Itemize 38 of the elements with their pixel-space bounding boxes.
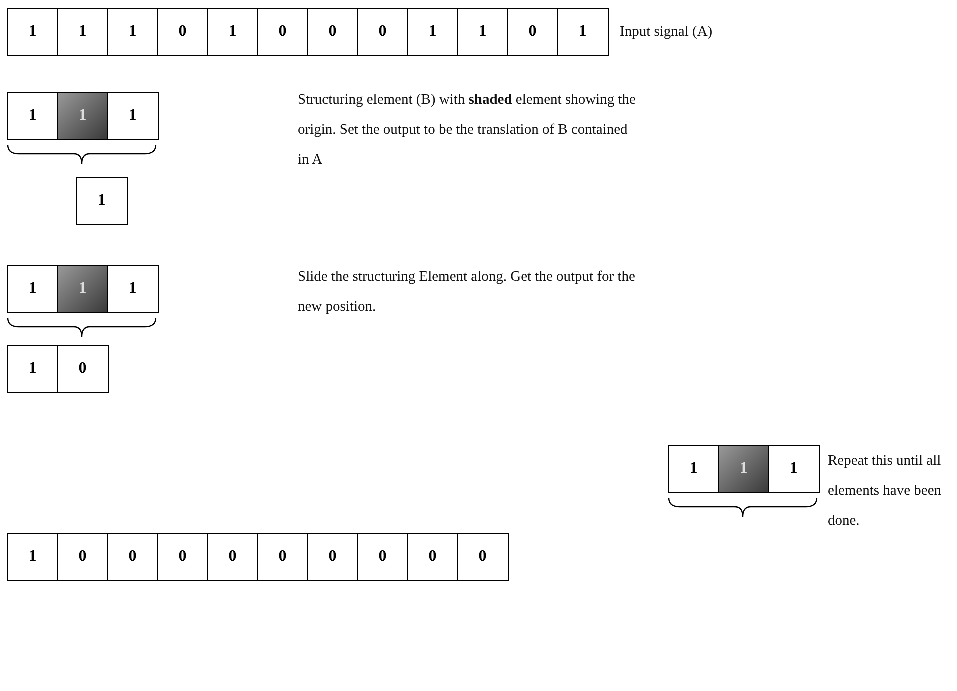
signal-cell: 1 <box>7 8 58 56</box>
signal-cell: 0 <box>457 533 508 581</box>
signal-cell: 1 <box>7 345 58 393</box>
signal-cell: 1 <box>76 177 128 225</box>
note-text: Slide the structuring Element along. Get the output for the new position. <box>298 268 636 317</box>
signal-cell: 0 <box>357 8 408 56</box>
signal-cell: 1 <box>557 8 608 56</box>
note-text: Repeat this until all elements have been done. <box>828 452 943 531</box>
signal-cell: 1 <box>57 8 108 56</box>
signal-cell: 0 <box>507 8 558 56</box>
signal-cell: 1 <box>7 92 58 140</box>
signal-cell: 1 <box>107 265 158 313</box>
signal-cell: 0 <box>407 533 458 581</box>
origin-cell: 1 <box>718 445 770 493</box>
signal-cell: 0 <box>257 533 308 581</box>
note-text: Structuring element (B) with shaded element showing the origin. Set the output to be the translation of B contained in A <box>298 91 637 170</box>
origin-cell: 1 <box>57 92 108 140</box>
signal-cell: 0 <box>357 533 408 581</box>
signal-cell: 1 <box>7 265 58 313</box>
signal-cell: 1 <box>107 8 158 56</box>
signal-cell: 0 <box>257 8 308 56</box>
note-text: Input signal (A) <box>620 23 714 42</box>
signal-cell: 1 <box>7 533 58 581</box>
signal-cell: 0 <box>157 8 208 56</box>
signal-cell: 1 <box>107 92 158 140</box>
origin-cell: 1 <box>57 265 108 313</box>
signal-cell: 0 <box>307 533 358 581</box>
signal-cell: 0 <box>57 533 108 581</box>
signal-cell: 0 <box>307 8 358 56</box>
signal-cell: 1 <box>668 445 720 493</box>
signal-cell: 0 <box>157 533 208 581</box>
signal-cell: 1 <box>207 8 258 56</box>
signal-cell: 0 <box>107 533 158 581</box>
signal-cell: 1 <box>768 445 820 493</box>
signal-cell: 1 <box>457 8 508 56</box>
signal-cell: 0 <box>207 533 258 581</box>
signal-cell: 1 <box>407 8 458 56</box>
signal-cell: 0 <box>57 345 108 393</box>
